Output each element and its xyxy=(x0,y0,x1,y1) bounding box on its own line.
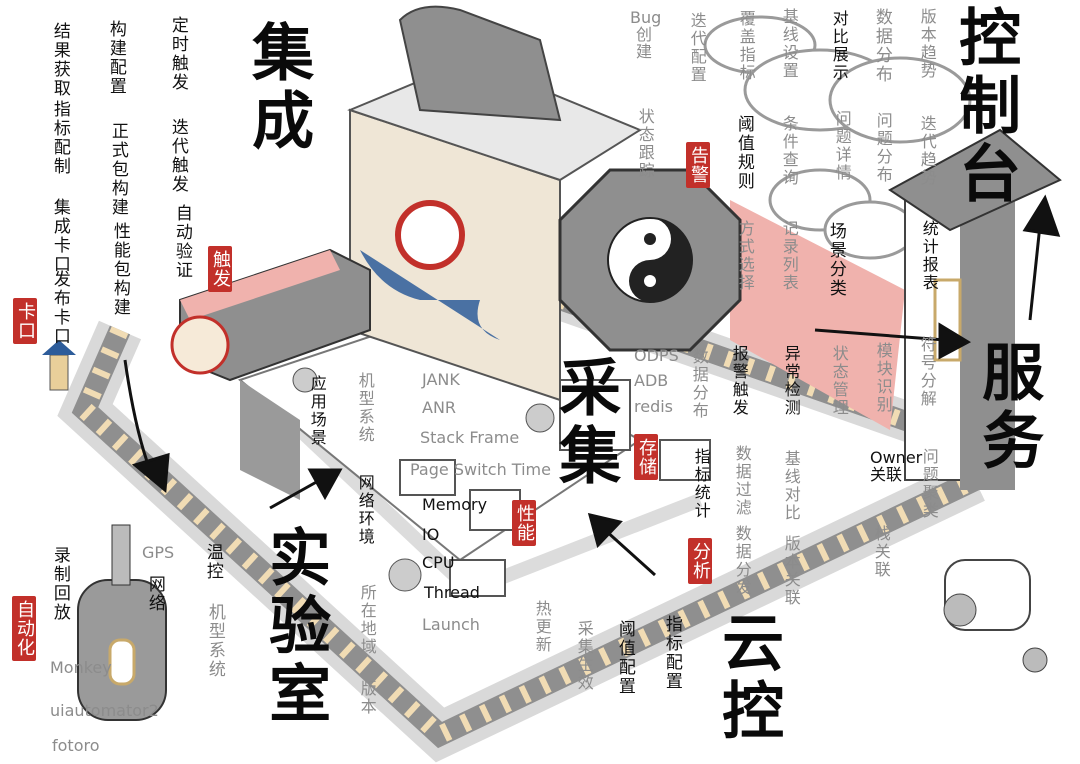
label-network: 网络 xyxy=(144,575,165,613)
metric-memory: Memory xyxy=(422,495,488,514)
metric-io: IO xyxy=(422,525,440,544)
label-issue-distribution: 问题分布 xyxy=(873,112,893,184)
label-coverage-metric: 覆盖指标 xyxy=(736,10,756,82)
cloud-control-title: 云控 xyxy=(711,610,785,746)
storage-adb: ADB xyxy=(634,371,669,390)
storage-redis: redis xyxy=(634,397,674,416)
label-data-filter: 数据过滤 xyxy=(732,445,752,517)
label-release-gate: 发布卡口 xyxy=(49,270,70,346)
label-issue-detail: 问题详情 xyxy=(832,110,852,182)
label-baseline-compare: 基线对比 xyxy=(781,450,801,522)
label-issue-cluster: 问题聚类 xyxy=(919,448,939,520)
label-version-link: 版本关联 xyxy=(781,535,801,607)
label-perf-build: 性能包构建 xyxy=(109,222,130,317)
label-data-distribution: 数据分布 xyxy=(689,348,709,420)
service-title: 服务 xyxy=(971,340,1045,476)
label-stack-link: 栈关联 xyxy=(871,525,891,579)
metric-launch: Launch xyxy=(422,615,480,634)
label-version: 版本 xyxy=(357,680,377,716)
label-anomaly-detect: 异常检测 xyxy=(781,345,801,417)
storage-odps: ODPS xyxy=(634,346,679,365)
label-data-dispatch: 数据分发 xyxy=(732,525,752,597)
label-scheduled-trigger: 定时触发 xyxy=(167,16,188,92)
tool-monkey: Monkey xyxy=(50,658,112,677)
label-collect-effect: 采集生效 xyxy=(574,620,594,692)
label-threshold-rule: 阈值规则 xyxy=(733,115,754,191)
tool-uiautomator2: uiautomator2 xyxy=(50,701,159,720)
data-stacks xyxy=(399,379,711,597)
tool-fotoro: fotoro xyxy=(52,736,100,755)
label-iteration-config: 迭代配置 xyxy=(687,12,707,84)
label-compare-show: 对比展示 xyxy=(829,10,849,82)
label-iteration-trigger: 迭代触发 xyxy=(167,118,188,194)
label-build-config: 构建配置 xyxy=(105,20,126,96)
metric-anr: ANR xyxy=(422,398,457,417)
label-method-select: 方式选择 xyxy=(735,220,755,292)
label-console-data-distribution: 数据分布 xyxy=(871,8,892,84)
robot-icon xyxy=(943,559,1048,673)
label-result-fetch: 结果获取 xyxy=(49,22,70,98)
temple-emblem-icon xyxy=(395,200,465,270)
label-scene-classify: 场景分类 xyxy=(825,222,846,298)
stamp-storage: 存储 xyxy=(634,434,658,480)
metric-stack-frame: Stack Frame xyxy=(420,428,520,447)
label-thermal: 温控 xyxy=(202,543,223,581)
flow-arrows xyxy=(123,194,1061,577)
label-symbol-decode: 符号分解 xyxy=(917,336,937,408)
pink-ground xyxy=(730,200,905,430)
label-app-scene: 应用场景 xyxy=(307,375,327,447)
label-metric-stats: 指标统计 xyxy=(691,448,711,520)
stamp-performance: 性能 xyxy=(512,500,536,546)
integration-title: 集成 xyxy=(241,20,315,156)
label-record-list: 记录列表 xyxy=(779,220,799,292)
metric-jank: JANK xyxy=(422,370,460,389)
stamp-trigger: 触发 xyxy=(208,246,232,292)
lion-dance-head-icon xyxy=(170,315,230,375)
label-auto-verify: 自动验证 xyxy=(171,204,192,280)
label-bug-create: Bug创建 xyxy=(630,8,662,61)
label-device-system-2: 机型系统 xyxy=(204,603,225,679)
label-stat-report: 统计报表 xyxy=(919,220,939,292)
label-network-env: 网络环境 xyxy=(355,474,375,546)
label-integration-gate: 集成卡口 xyxy=(49,198,70,274)
label-module-identify: 模块识别 xyxy=(873,342,893,414)
label-threshold-config: 阈值配置 xyxy=(614,620,635,696)
label-iteration-trend: 迭代趋势 xyxy=(917,115,937,187)
label-device-system: 机型系统 xyxy=(355,372,375,444)
label-state-manage: 状态管理 xyxy=(829,345,849,417)
label-version-trend: 版本趋势 xyxy=(917,8,937,80)
stamp-alarm: 告警 xyxy=(686,142,710,188)
label-region: 所在地域 xyxy=(357,584,377,656)
console-title: 控制台 xyxy=(948,5,1022,209)
stamp-automation: 自动化 xyxy=(12,596,36,661)
label-record-replay: 录制回放 xyxy=(49,546,70,622)
stamp-gate: 卡口 xyxy=(13,298,37,344)
label-alarm-trigger: 报警触发 xyxy=(729,345,749,417)
clouds xyxy=(703,15,972,260)
label-baseline-setting: 基线设置 xyxy=(779,8,799,80)
lantern-icon xyxy=(42,340,76,391)
cylinder-robot-icon xyxy=(77,524,167,721)
label-metric-config: 指标配制 xyxy=(49,100,70,176)
metric-thread: Thread xyxy=(424,583,480,602)
label-condition-query: 条件查询 xyxy=(779,115,799,187)
lab-title: 实验室 xyxy=(258,525,332,729)
stamp-analysis: 分析 xyxy=(688,538,712,584)
collection-title: 采集 xyxy=(548,355,622,491)
metric-page-switch-time: Page Switch Time xyxy=(410,460,551,479)
yin-yang-icon xyxy=(607,217,693,303)
label-hot-update: 热更新 xyxy=(532,600,552,654)
label-owner-link: Owner关联 xyxy=(870,448,923,484)
label-metric-config: 指标配置 xyxy=(661,615,682,691)
label-state-track: 状态跟踪 xyxy=(635,108,655,180)
metric-cpu: CPU xyxy=(422,553,455,572)
label-gps: GPS xyxy=(142,543,175,562)
label-release-build: 正式包构建 xyxy=(107,122,128,217)
